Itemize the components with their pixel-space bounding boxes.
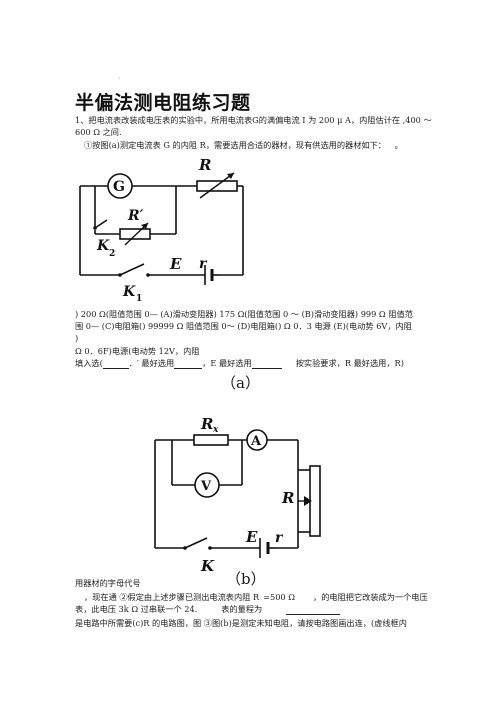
switch-k2-subscript: 2 [109,249,115,259]
footer-line-2-b: =500 Ω [263,592,296,602]
emf-label: E [169,255,182,273]
switch-k1-subscript: 1 [136,294,142,304]
galvanometer-label: G [113,179,125,195]
figure-b-caption: （b） [226,570,266,588]
options-line-3: ) [75,333,79,343]
blank-3[interactable] [251,359,282,369]
footer-line-1: 用器材的字母代号 [75,578,141,588]
ammeter-label: A [250,434,262,449]
blank-range[interactable] [286,605,341,615]
footer-line-2-c: ，的电阻把它改装成为一个电压 [313,592,428,602]
fill-in-part-c: ，E 最好选用 [202,358,252,368]
paragraph-1-line-2: 600 Ω 之间. [75,127,122,137]
fill-in-line: 填入选( ．′ 最好选用 ，E 最好选用 按实验要求，R 最好选用，R) [75,358,404,369]
fill-in-prefix: 填入选( [75,358,103,368]
blank-2[interactable] [174,359,203,369]
switch-k2-label: K [96,238,110,254]
figure-a-caption: （a） [221,374,260,392]
ammeter-symbol [246,429,268,451]
footer-line-2: ，现在通 ②假定由上述步骤已测出电流表内阻 R=500 Ω ，的电阻把它改装成为一… [84,592,428,603]
rheostat-r-symbol [196,180,238,192]
blank-1[interactable] [102,359,129,369]
footer-line-3-a: 表，此电压 3k Ω 过串联一个 24. [75,604,198,614]
switch-k-label: K [200,557,215,575]
paragraph-2-tail: 。 [394,140,403,150]
fill-in-part-b: ．′ 最好选用 [128,358,175,368]
footer-line-3-b: 表的量程为 [221,604,263,614]
rheostat-b-label: R [281,489,294,507]
footer-line-4: 是电路中所需要(c)R 的电路图，图 ③图(b)是测定未知电阻，请按电路图画出连… [75,618,407,628]
rx-label: R [200,415,213,433]
footer-line-2-a: ，现在通 ②假定由上述步骤已测出电流表内阻 R [84,592,260,602]
paragraph-2-text: ①按图(a)测定电流表 G 的内阻 R，需要选用合适的器材，现有供选用的器材如下… [84,140,386,150]
options-line-2: 围 0— (C)电阻箱() 99999 Ω 阻值范围 0～ (D)电阻箱() Ω… [75,321,412,331]
resistor-box-rprime-symbol [119,228,151,240]
emf-b-label: E [245,528,258,546]
internal-resistance-label: r [199,256,208,272]
options-line-1: ) 200 Ω(阻值范围 0— (A)滑动变阻器) 175 Ω(阻值范围 0 ～… [75,309,413,319]
switch-k1-label: K [122,284,136,300]
paragraph-1-line-1: 1、把电流表改装成电压表的实验中，所用电流表G的满偏电流 I 为 200 μ A… [75,115,432,125]
voltmeter-label: V [200,479,212,494]
galvanometer-symbol [107,173,133,199]
voltmeter-symbol [194,472,220,498]
footer-line-3: 表，此电压 3k Ω 过串联一个 24. 表的量程为 [75,604,341,615]
fill-in-part-d: 按实验要求，R 最好选用，R) [295,358,404,368]
resistor-box-label: R′ [127,208,144,224]
header-mark: · [118,74,121,83]
rheostat-label: R [198,156,211,174]
page-title: 半偏法测电阻练习题 [75,92,251,114]
resistor-rx-symbol [193,434,229,446]
paragraph-2: ①按图(a)测定电流表 G 的内阻 R，需要选用合适的器材，现有供选用的器材如下… [84,140,403,151]
rx-subscript: x [212,425,219,435]
options-line-4: Ω 0．6F)电源(电动势 12V，内阻 [75,346,200,356]
internal-resistance-b-label: r [275,530,284,546]
rheostat-symbol [309,465,321,537]
